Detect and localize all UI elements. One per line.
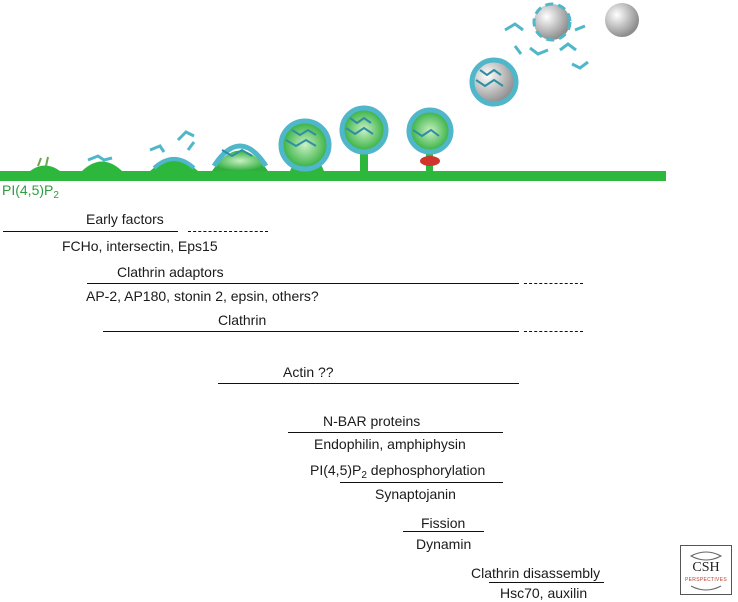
logo-sub: PERSPECTIVES xyxy=(685,577,727,583)
stage-early-factors xyxy=(30,156,60,171)
clathrin-adaptors-members: AP-2, AP180, stonin 2, epsin, others? xyxy=(86,288,319,304)
fission-bar xyxy=(403,531,484,532)
disassembly-bar xyxy=(489,582,604,583)
pip2-label: PI(4,5)P2 xyxy=(2,182,59,201)
uncoating-vesicle xyxy=(504,2,589,70)
disassembly-members: Hsc70, auxilin xyxy=(500,585,588,601)
uncoated-vesicle xyxy=(605,3,639,37)
clathrin-title: Clathrin xyxy=(218,312,267,328)
coated-pit-deep xyxy=(278,118,332,172)
coated-vesicle-fission xyxy=(406,107,454,171)
coated-vesicle-neck xyxy=(339,105,389,171)
clathrin-adaptors-dash xyxy=(524,283,583,284)
logo-main: CSH xyxy=(692,560,720,575)
fission-members: Dynamin xyxy=(416,536,472,552)
dephos-bar xyxy=(340,482,503,483)
actin-bar xyxy=(218,383,519,384)
early-factors-members: FCHo, intersectin, Eps15 xyxy=(62,238,218,254)
csh-perspectives-logo: CSH PERSPECTIVES xyxy=(680,545,732,595)
endocytosis-illustration xyxy=(0,2,666,181)
dephos-members: Synaptojanin xyxy=(375,486,456,502)
stage-clathrin-recruit xyxy=(149,130,198,171)
nbar-members: Endophilin, amphiphysin xyxy=(314,436,466,452)
early-factors-title: Early factors xyxy=(86,211,164,227)
nbar-bar xyxy=(288,432,503,433)
clathrin-adaptors-bar xyxy=(87,283,519,284)
actin-title: Actin ?? xyxy=(283,364,334,380)
plasma-membrane xyxy=(0,171,666,181)
dephos-title: PI(4,5)P2 dephosphorylation xyxy=(310,462,486,481)
dna-helix-icon xyxy=(689,551,723,591)
clathrin-adaptors-title: Clathrin adaptors xyxy=(117,264,224,280)
coated-pit-shallow xyxy=(211,143,269,171)
early-factors-dash xyxy=(188,231,268,232)
clathrin-dash xyxy=(524,331,583,332)
clathrin-bar xyxy=(103,331,519,332)
free-coated-vesicle xyxy=(469,57,519,107)
fission-title: Fission xyxy=(421,515,466,531)
stage-adaptors xyxy=(82,154,122,171)
disassembly-title: Clathrin disassembly xyxy=(471,565,601,581)
early-factors-bar xyxy=(3,231,178,232)
nbar-title: N-BAR proteins xyxy=(323,413,421,429)
